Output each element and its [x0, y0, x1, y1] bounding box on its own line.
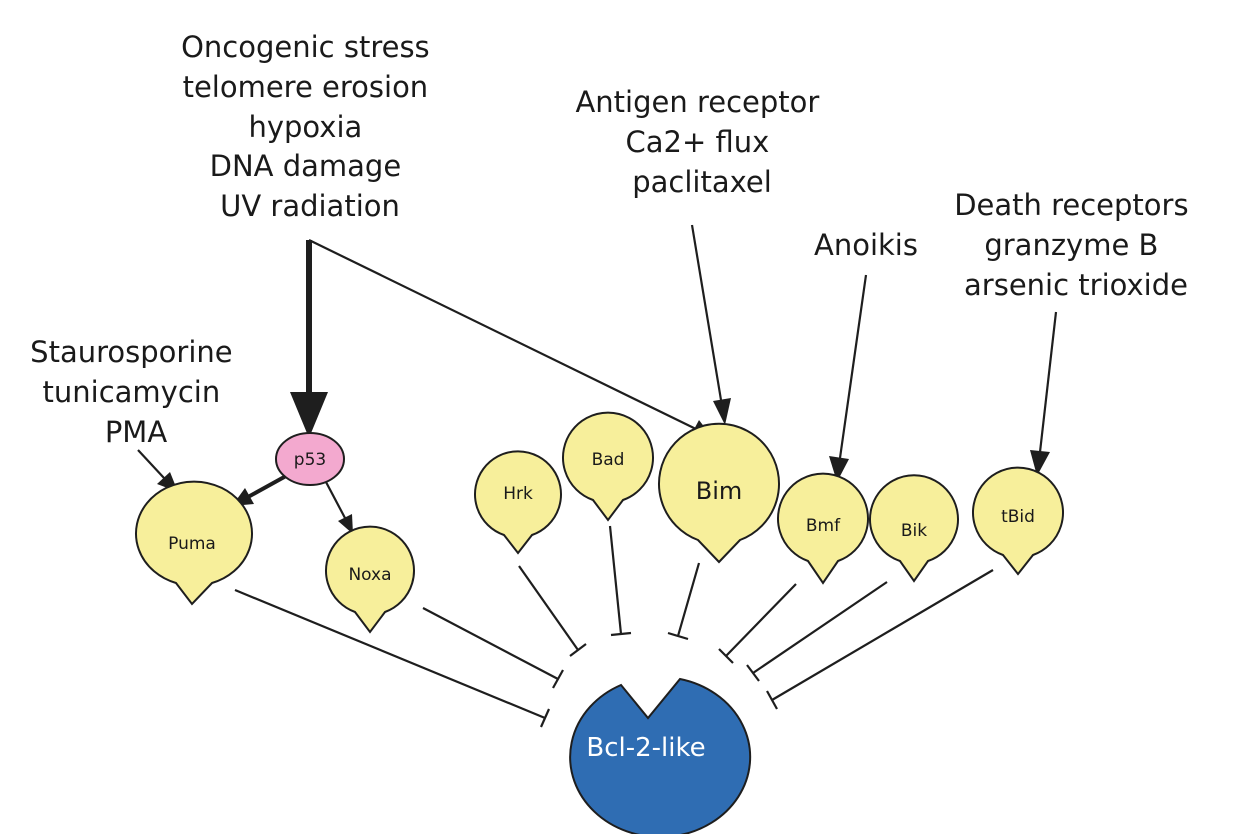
node-tbid: tBid [972, 466, 1064, 576]
node-bad-label: Bad [592, 450, 625, 470]
node-bad: Bad [562, 411, 654, 522]
node-puma-label: Puma [168, 534, 216, 554]
node-tbid-label: tBid [1001, 507, 1035, 527]
node-p53-label: p53 [294, 450, 326, 470]
arrow-bmf-stimuli-to-bmf [838, 274, 868, 459]
bim-upstream-stimuli: Antigen receptor Ca2+ flux paclitaxel [575, 85, 828, 199]
node-bim: Bim [658, 422, 780, 564]
node-bmf: Bmf [777, 472, 869, 585]
target-bcl2-like: Bcl-2-like [569, 677, 752, 834]
node-bim-label: Bim [696, 477, 743, 505]
node-noxa: Noxa [325, 525, 415, 634]
arrow-tbid-stimuli-to-tbid [1038, 311, 1058, 453]
arrow-tbid-stimuli-to-tbid-head [1030, 450, 1050, 476]
inhibit-tbid-to-target [766, 569, 994, 710]
arrow-bmf-stimuli-to-bmf-head [829, 456, 849, 482]
node-puma: Puma [135, 480, 253, 606]
node-noxa-label: Noxa [348, 565, 391, 585]
arrow-puma-stimuli-to-puma [137, 449, 165, 479]
target-label: Bcl-2-like [586, 733, 705, 763]
inhibit-bad-to-target [608, 525, 632, 637]
inhibit-noxa-to-target [422, 607, 564, 689]
node-hrk: Hrk [474, 450, 562, 555]
tbid-upstream-stimuli: Death receptors granzyme B arsenic triox… [954, 188, 1198, 302]
arrow-p53-to-noxa [325, 481, 346, 519]
arrow-p53-to-puma [247, 474, 287, 499]
arrow-stress-to-bim [308, 239, 699, 431]
p53-upstream-stimuli: Oncogenic stress telomere erosion hypoxi… [181, 30, 439, 223]
arrow-bim-stimuli-to-bim [690, 224, 723, 401]
activation-arrows [137, 224, 1058, 534]
arrow-p53-to-noxa-head [338, 514, 353, 534]
arrow-bim-stimuli-to-bim-head [713, 398, 731, 425]
inhibit-bik-to-target [746, 581, 888, 682]
bmf-upstream-stimuli: Anoikis [814, 228, 918, 262]
node-hrk-label: Hrk [503, 484, 533, 504]
inhibit-puma-to-target [234, 588, 551, 728]
node-bik: Bik [869, 474, 959, 583]
puma-upstream-stimuli: Staurosporine tunicamycin PMA [30, 335, 242, 449]
arrow-stress-to-p53-head [290, 392, 328, 438]
inhibit-bim-to-target [667, 562, 701, 641]
node-p53: p53 [275, 432, 345, 486]
node-bik-label: Bik [901, 521, 927, 541]
inhibit-hrk-to-target [518, 565, 587, 657]
node-bmf-label: Bmf [806, 516, 841, 536]
inhibition-edges [234, 525, 994, 728]
inhibit-bmf-to-target [718, 583, 797, 664]
